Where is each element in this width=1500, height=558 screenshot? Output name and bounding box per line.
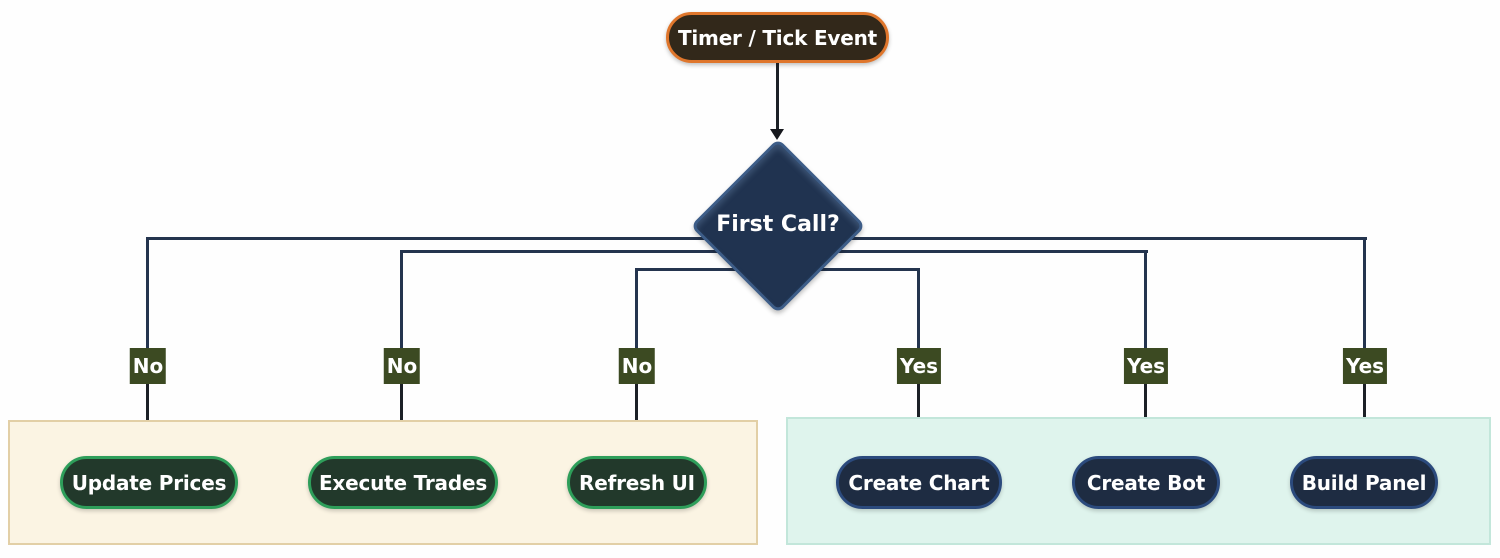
action-node-label: Execute Trades bbox=[318, 470, 488, 495]
connector-tag-to-action bbox=[917, 384, 920, 444]
branch-tag-no: No bbox=[618, 348, 656, 384]
action-node-label: Create Bot bbox=[1086, 470, 1206, 495]
action-node-label: Refresh UI bbox=[579, 470, 695, 495]
start-node-label: Timer / Tick Event bbox=[677, 25, 878, 50]
connector-tag-to-action bbox=[1144, 384, 1147, 444]
branch-tag-yes: Yes bbox=[896, 348, 942, 384]
branch-tag-no: No bbox=[129, 348, 167, 384]
arrowhead-into-decision bbox=[770, 129, 784, 140]
action-node-update-prices: Update Prices bbox=[60, 456, 238, 509]
action-node-build-panel: Build Panel bbox=[1290, 456, 1438, 509]
connector-tag-to-action bbox=[400, 384, 403, 444]
action-node-create-bot: Create Bot bbox=[1072, 456, 1220, 509]
connector-drop bbox=[635, 268, 638, 352]
connector-drop bbox=[400, 250, 403, 352]
connector-tag-to-action bbox=[635, 384, 638, 444]
decision-node-label: First Call? bbox=[716, 212, 840, 237]
connector-start-to-decision bbox=[776, 63, 779, 130]
connector-drop bbox=[917, 268, 920, 352]
action-node-label: Update Prices bbox=[71, 470, 227, 495]
action-node-create-chart: Create Chart bbox=[836, 456, 1002, 509]
action-node-label: Build Panel bbox=[1301, 470, 1427, 495]
branch-tag-yes: Yes bbox=[1123, 348, 1169, 384]
action-node-refresh-ui: Refresh UI bbox=[567, 456, 707, 509]
connector-drop bbox=[146, 237, 149, 352]
branch-tag-yes: Yes bbox=[1342, 348, 1388, 384]
action-node-execute-trades: Execute Trades bbox=[308, 456, 498, 509]
connector-tag-to-action bbox=[146, 384, 149, 444]
action-node-label: Create Chart bbox=[848, 470, 990, 495]
connector-drop bbox=[1363, 237, 1366, 352]
connector-drop bbox=[1144, 250, 1147, 352]
connector-tag-to-action bbox=[1363, 384, 1366, 444]
branch-tag-no: No bbox=[383, 348, 421, 384]
start-node-timer-tick-event: Timer / Tick Event bbox=[666, 12, 889, 63]
